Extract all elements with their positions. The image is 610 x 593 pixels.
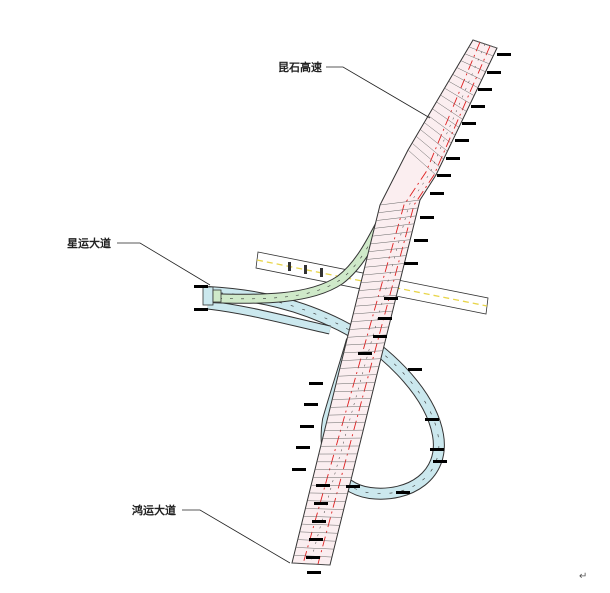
station-tag <box>309 382 323 385</box>
station-tag <box>478 88 492 91</box>
station-tag <box>300 425 314 428</box>
slab <box>341 358 381 361</box>
svg-text:星运大道: 星运大道 <box>67 236 111 250</box>
main-highway <box>291 39 498 566</box>
label-road-left: 星运大道 <box>67 236 211 286</box>
slab <box>295 547 334 550</box>
slab <box>364 263 405 268</box>
slab <box>378 207 419 214</box>
station-tag <box>358 352 372 355</box>
slab <box>468 46 494 57</box>
station-tag <box>194 285 208 288</box>
station-tag <box>487 71 501 74</box>
station-tag <box>309 538 323 541</box>
station-tag <box>433 460 447 463</box>
station-tag <box>414 239 428 242</box>
station-tag <box>471 105 485 108</box>
slab <box>303 516 342 518</box>
slab <box>357 294 397 299</box>
slab <box>415 136 444 160</box>
slab <box>452 74 479 88</box>
station-tag <box>408 368 422 371</box>
station-tag <box>462 122 476 125</box>
station-tag <box>455 139 469 142</box>
svg-text:昆石高速: 昆石高速 <box>278 60 322 74</box>
svg-text:鸿运大道: 鸿运大道 <box>132 503 176 517</box>
slab <box>370 239 411 245</box>
slab <box>330 406 370 408</box>
station-tag <box>404 262 418 265</box>
slab <box>309 492 348 494</box>
slab <box>432 108 460 128</box>
slab <box>328 413 368 416</box>
slab <box>362 271 403 276</box>
station-tag <box>292 468 306 471</box>
slab <box>335 382 376 385</box>
slab <box>448 81 475 96</box>
slab <box>353 310 393 315</box>
slab <box>355 302 395 307</box>
station-tag <box>430 448 444 451</box>
slab <box>411 142 440 168</box>
slab <box>349 326 389 330</box>
station-tag <box>307 571 321 574</box>
slab <box>343 350 383 354</box>
slab <box>305 508 344 510</box>
slab <box>332 398 372 400</box>
slab <box>436 101 463 120</box>
slab <box>291 562 331 566</box>
slab <box>337 374 377 377</box>
station-tag <box>437 174 451 177</box>
left-terminus <box>202 286 222 306</box>
slab <box>358 287 399 291</box>
slab <box>339 366 379 369</box>
slab <box>368 247 409 252</box>
slab <box>464 53 490 65</box>
slab <box>440 94 467 112</box>
slab <box>360 279 401 284</box>
slab <box>444 87 471 104</box>
slab <box>324 429 364 431</box>
station-tag <box>430 192 444 195</box>
slab <box>428 115 456 136</box>
slab <box>334 390 374 393</box>
station-tags <box>194 53 511 574</box>
slab <box>299 531 338 534</box>
slab <box>376 215 417 221</box>
slab <box>379 199 421 206</box>
station-tag <box>425 418 439 421</box>
paragraph-mark: ↵ <box>579 571 587 582</box>
slab <box>307 500 346 502</box>
label-road-top: 昆石高速 <box>278 60 431 119</box>
slab <box>424 122 452 144</box>
station-tag <box>194 308 208 311</box>
slab <box>456 67 482 80</box>
station-tag <box>396 491 410 494</box>
station-tag <box>373 335 387 338</box>
station-tag <box>497 53 511 56</box>
station-tag <box>384 297 398 300</box>
slab <box>326 421 366 424</box>
slab <box>366 255 407 260</box>
station-tag <box>316 484 330 487</box>
station-tag <box>312 520 326 523</box>
label-road-bottom: 鸿运大道 <box>132 503 291 564</box>
station-tag <box>296 446 310 449</box>
slab <box>407 149 437 176</box>
station-tag <box>378 317 392 320</box>
station-tag <box>314 502 328 505</box>
station-tag <box>446 157 460 160</box>
slab <box>372 231 413 237</box>
slab <box>374 223 415 229</box>
station-tag <box>346 485 360 488</box>
slab <box>472 39 498 49</box>
station-tag <box>306 556 320 559</box>
station-tag <box>420 216 434 219</box>
station-tag <box>304 403 318 406</box>
slab <box>345 342 385 346</box>
slab <box>420 129 448 152</box>
slab <box>301 523 340 526</box>
slab <box>460 60 486 73</box>
